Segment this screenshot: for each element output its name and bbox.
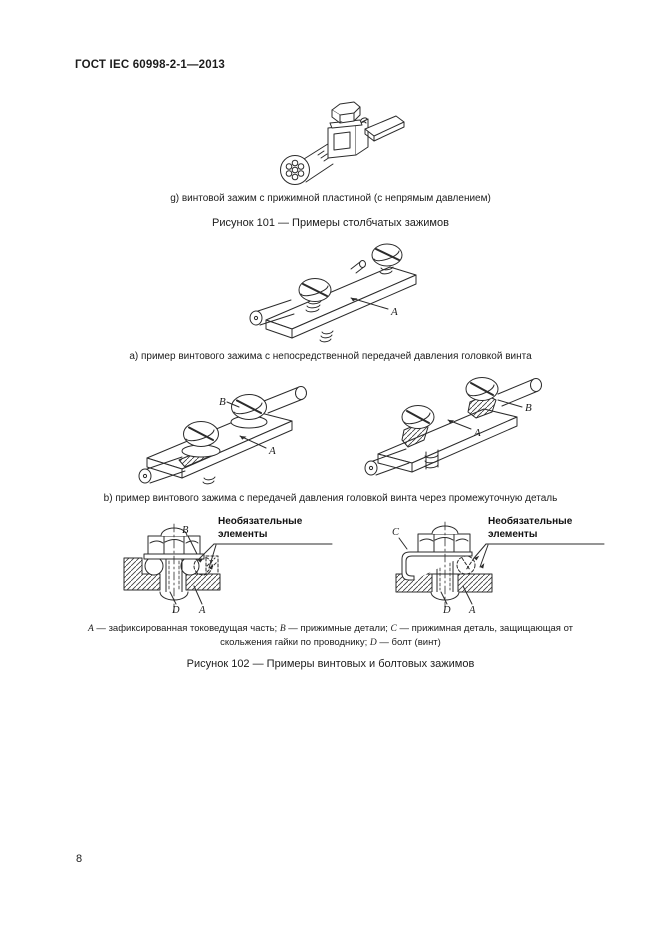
part-label-a: A — [390, 306, 398, 318]
figure102-drawing-a: A — [249, 243, 417, 343]
hex-nut — [417, 533, 471, 553]
conductor — [138, 456, 186, 484]
label-d-leader — [169, 591, 177, 605]
xsec-left-drawing: B D A — [123, 523, 333, 616]
screw1 — [183, 421, 219, 447]
screw2 — [231, 394, 267, 420]
label-b-leader — [226, 401, 240, 408]
figure102-drawing-b-left: B A — [138, 386, 307, 485]
label-c-leader — [398, 537, 408, 550]
label-b-leader — [187, 535, 198, 555]
page-number: 8 — [76, 853, 83, 865]
figure102-legend-line2: скольжения гайки по проводнику; D — болт… — [220, 637, 441, 648]
optional-marks — [461, 557, 475, 571]
label-a-leader — [462, 585, 473, 605]
part-label-a: A — [473, 427, 481, 439]
figure102-caption-b: b) пример винтового зажима с передачей д… — [103, 493, 558, 504]
optional-elements-label: Необязательные элементы — [218, 516, 303, 540]
optional-arrows — [473, 543, 489, 569]
label-a-leader — [447, 419, 472, 430]
figure102-xsec-left: B D A Необязательные элементы — [116, 516, 333, 618]
part-label-b: B — [219, 396, 226, 408]
label-a-leader — [350, 297, 389, 310]
bolt-thread — [424, 449, 439, 470]
part-label-a: A — [198, 605, 206, 616]
c-clip — [401, 551, 473, 581]
screw2 — [371, 243, 403, 267]
figure102-caption-a: a) пример винтового зажима с непосредств… — [129, 351, 532, 362]
optional-part-dashed — [456, 555, 476, 575]
figure102-title: Рисунок 102 — Примеры винтовых и болтовы… — [186, 658, 475, 670]
figure101-drawing-g — [280, 101, 405, 185]
label-d-leader — [440, 591, 448, 605]
figure101-title: Рисунок 101 — Примеры столбчатых зажимов — [212, 217, 449, 229]
conductor-top-right — [497, 378, 542, 407]
screw2 — [465, 377, 499, 401]
clamp-body — [327, 118, 369, 159]
terminal-plate — [377, 408, 518, 473]
part-label-a: A — [468, 605, 476, 616]
screw1 — [298, 278, 332, 302]
page-header: ГОСТ IEC 60998-2-1—2013 — [75, 59, 226, 71]
under-thread — [319, 330, 334, 343]
figure101-caption-g: g) винтовой зажим с прижимной пластиной … — [170, 193, 491, 204]
screw2-thread — [379, 266, 394, 275]
conductor — [249, 299, 295, 326]
screw1 — [401, 405, 435, 429]
figure102-drawing-b-right: A B — [364, 377, 542, 476]
mounting-plate — [364, 115, 405, 142]
figure102-legend-line1: A — зафиксированная токоведущая часть; B… — [87, 623, 574, 634]
screw1-thread — [305, 300, 322, 313]
conductor — [280, 141, 334, 185]
conductor — [364, 448, 410, 476]
l-bracket — [123, 557, 221, 591]
terminal-plate — [265, 266, 417, 339]
part-label-d: D — [171, 605, 180, 616]
under-thread — [202, 476, 216, 485]
optional-elements-label: Необязательные элементы — [488, 516, 573, 540]
clamped-part-left — [144, 556, 164, 576]
part-label-a: A — [268, 445, 276, 457]
part-label-d: D — [442, 605, 451, 616]
hex-screw-head — [331, 101, 361, 124]
pin — [350, 260, 366, 274]
label-b-leader — [497, 399, 523, 408]
optional-arrows — [197, 543, 217, 570]
xsec-right-drawing: C D A — [392, 521, 605, 616]
part-label-c: C — [392, 527, 400, 538]
conductor-top-right — [263, 386, 307, 414]
part-label-b: B — [182, 525, 189, 536]
part-label-b: B — [525, 402, 532, 414]
label-a-leader — [239, 435, 267, 449]
label-a-leader — [193, 585, 203, 605]
figure102-xsec-right: C D A Необязательные элементы — [388, 516, 605, 618]
